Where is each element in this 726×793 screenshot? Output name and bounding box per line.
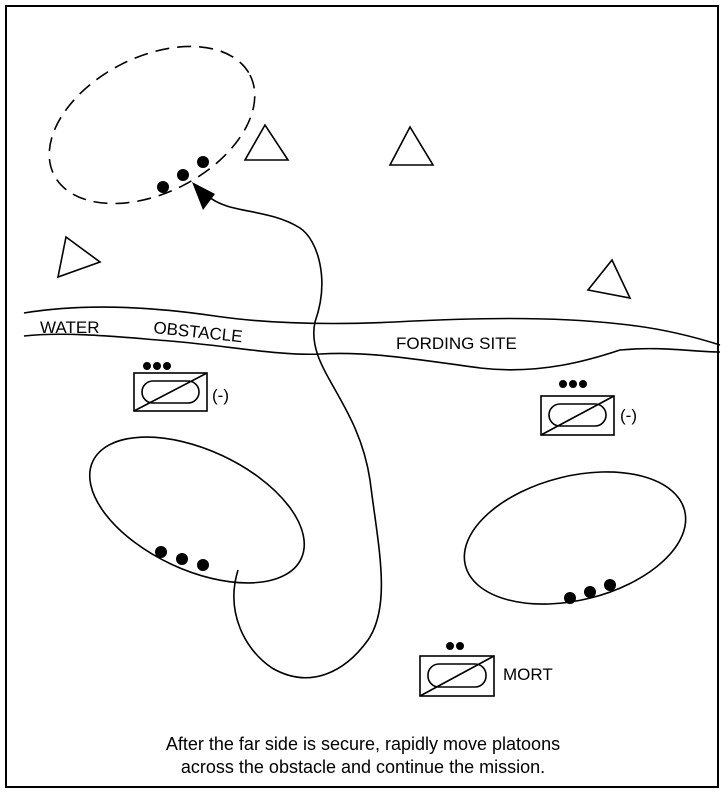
right-unit-reduced-label: (-) bbox=[620, 406, 637, 425]
platoon-left bbox=[155, 546, 209, 571]
left-unit-symbol bbox=[133, 362, 208, 412]
terrain-triangle-4 bbox=[586, 258, 632, 300]
river-far-bank bbox=[23, 306, 721, 346]
river-label-obstacle: OBSTACLE bbox=[153, 318, 244, 346]
platoon-objective bbox=[157, 156, 209, 193]
mortar-section-symbol bbox=[419, 642, 495, 697]
objective-area-dashed bbox=[48, 45, 256, 205]
left-unit-reduced-label: (-) bbox=[212, 386, 229, 405]
right-unit-symbol bbox=[540, 380, 615, 436]
river-label-fording-site: FORDING SITE bbox=[396, 334, 517, 353]
caption-line-2: across the obstacle and continue the mis… bbox=[180, 757, 546, 777]
terrain-triangle-2 bbox=[388, 125, 435, 166]
right-assembly-area bbox=[463, 471, 687, 605]
route-arrowhead bbox=[192, 182, 215, 210]
left-assembly-area bbox=[88, 436, 306, 584]
movement-route bbox=[207, 195, 383, 679]
river-near-bank bbox=[23, 333, 721, 371]
platoon-right bbox=[564, 579, 616, 604]
terrain-triangle-3 bbox=[56, 235, 102, 279]
terrain-triangle-1 bbox=[243, 123, 290, 161]
river-label-water: WATER bbox=[40, 318, 100, 337]
diagram-frame bbox=[5, 5, 719, 788]
mortar-label: MORT bbox=[503, 665, 553, 684]
diagram-caption: After the far side is secure, rapidly mo… bbox=[0, 733, 726, 779]
caption-line-1: After the far side is secure, rapidly mo… bbox=[165, 734, 561, 754]
